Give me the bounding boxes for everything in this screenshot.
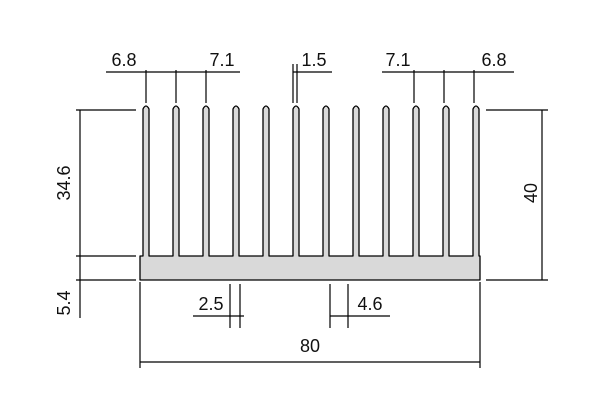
fin-1 (144, 110, 148, 258)
fin-6 (294, 110, 298, 258)
fin-12 (474, 110, 478, 258)
dim-label-top-left-spacing: 7.1 (209, 50, 234, 70)
fins (144, 110, 478, 258)
dim-label-total-width: 80 (300, 336, 320, 356)
dim-label-fin-base-pitch: 4.6 (357, 294, 382, 314)
fin-2 (174, 110, 178, 258)
dim-label-top-right-spacing: 7.1 (385, 50, 410, 70)
dim-label-top-fin-thickness: 1.5 (301, 50, 326, 70)
fin-4 (234, 110, 238, 258)
heatsink-profile (139, 105, 481, 281)
fin-7 (324, 110, 328, 258)
dim-label-base-thickness: 5.4 (54, 290, 74, 315)
dim-label-fin-height: 34.6 (54, 165, 74, 200)
dim-label-top-left-pitch: 6.8 (111, 50, 136, 70)
dim-label-top-right-pitch: 6.8 (481, 50, 506, 70)
fin-11 (444, 110, 448, 258)
fin-8 (354, 110, 358, 258)
dim-label-fin-root-gap: 2.5 (198, 294, 223, 314)
fin-10 (414, 110, 418, 258)
dimension-lines (76, 64, 548, 368)
dim-label-total-height: 40 (521, 183, 541, 203)
fin-3 (204, 110, 208, 258)
fin-5 (264, 110, 268, 258)
fin-9 (384, 110, 388, 258)
